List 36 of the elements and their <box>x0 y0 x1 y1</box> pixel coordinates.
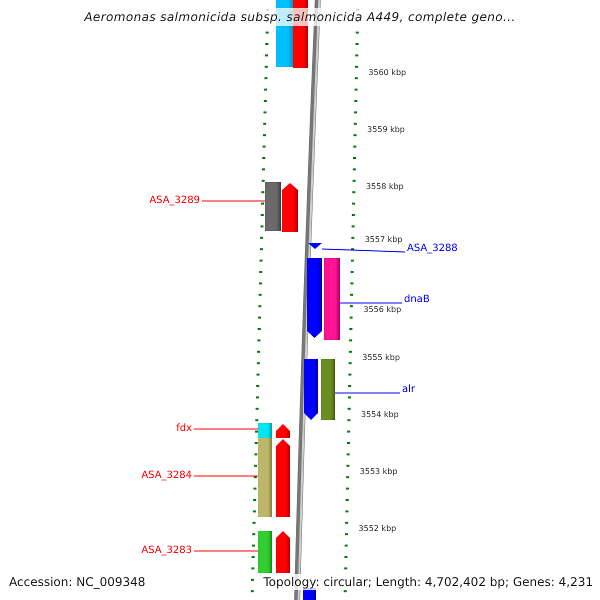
scale-label: 3552 kbp <box>358 524 396 534</box>
gene-label: fdx <box>150 423 192 435</box>
gene-label: ASA_3288 <box>407 243 467 255</box>
leader-line <box>202 200 266 202</box>
strand-gene-block <box>304 359 318 420</box>
leader-line <box>340 302 402 304</box>
strand-gene-block <box>276 531 290 573</box>
strand-gene-block <box>276 424 290 438</box>
accession-text: Accession: NC_009348 <box>8 574 146 590</box>
strand-gene-block <box>307 258 322 338</box>
leader-line <box>194 428 258 430</box>
gene-label: ASA_3283 <box>120 545 192 557</box>
scale-label: 3558 kbp <box>366 182 404 192</box>
gene-label: dnaB <box>404 294 444 306</box>
leader-line <box>322 248 406 252</box>
strand-gene-block <box>276 439 290 517</box>
gene-block <box>324 258 340 340</box>
scale-label: 3557 kbp <box>364 235 402 245</box>
gene-block <box>258 423 272 438</box>
gene-block <box>258 531 272 573</box>
scale-label: 3553 kbp <box>360 467 398 477</box>
genome-summary: Topology: circular; Length: 4,702,402 bp; Genes: 4,231 <box>262 574 594 590</box>
scale-label: 3556 kbp <box>363 305 402 315</box>
gene-label: alr <box>402 384 442 396</box>
gene-label: ASA_3289 <box>130 195 200 207</box>
scale-label: 3560 kbp <box>368 68 406 78</box>
strand-gene-block <box>282 183 298 232</box>
gene-block <box>258 438 272 517</box>
gene-label: ASA_3284 <box>120 470 192 482</box>
scale-label: 3554 kbp <box>361 410 399 420</box>
scale-label: 3559 kbp <box>367 125 405 135</box>
leader-line <box>334 392 400 394</box>
gene-block <box>265 182 281 231</box>
scale-label: 3555 kbp <box>362 353 400 363</box>
leader-line <box>194 550 258 552</box>
gene-block <box>321 359 335 420</box>
